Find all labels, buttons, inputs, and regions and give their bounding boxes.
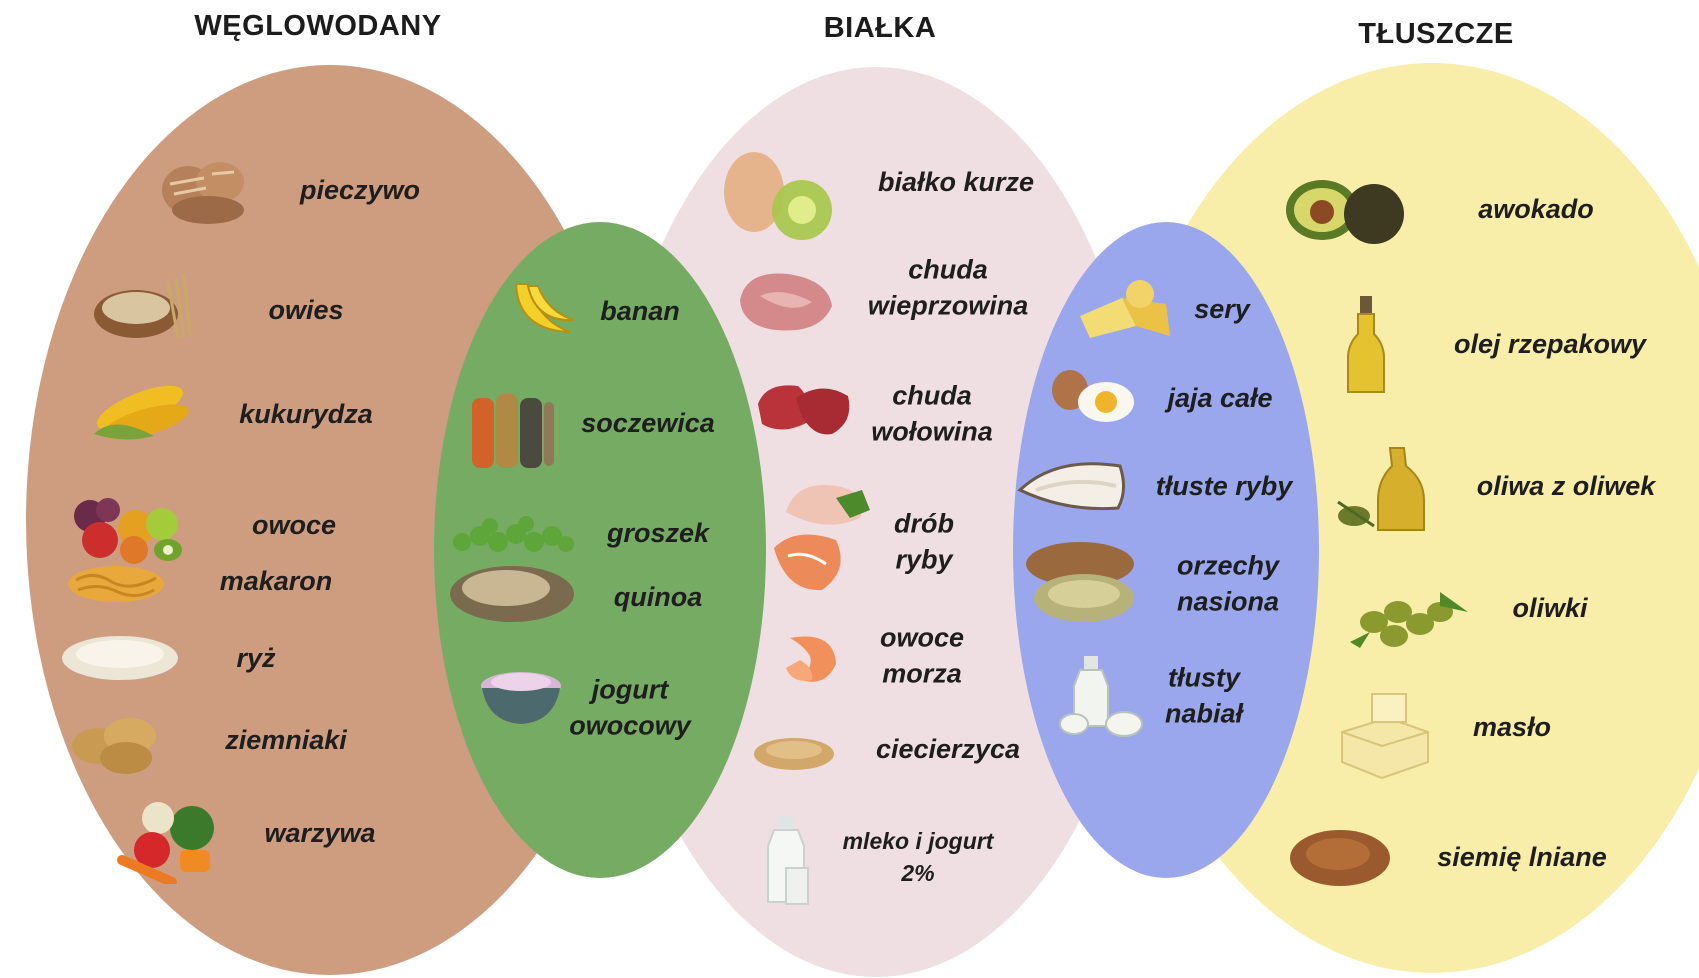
- fats-item-label: oliwki: [1512, 591, 1587, 627]
- corn-icon: [84, 374, 194, 450]
- carbs-item-label: makaron: [220, 564, 333, 600]
- fats-item-label: masło: [1473, 710, 1551, 746]
- bread-icon: [150, 148, 260, 234]
- fatty-fish-icon: [1016, 450, 1130, 514]
- fats-item-label: awokado: [1478, 192, 1594, 228]
- protein-fats-item-label: tłusty nabiał: [1165, 660, 1243, 731]
- protein-item-label: mleko i jogurt 2%: [843, 825, 994, 889]
- poultry-fish-icon: [766, 474, 884, 602]
- carbs-protein-item-label: groszek: [607, 516, 709, 552]
- carbs-protein-item-label: banan: [600, 294, 680, 330]
- pork-icon: [732, 256, 840, 340]
- nuts-seeds-icon: [1022, 538, 1142, 626]
- carbs-item-label: ryż: [236, 641, 275, 677]
- carbs-item-label: ziemniaki: [225, 723, 347, 759]
- carbs-item-label: kukurydza: [239, 397, 373, 433]
- chickpea-icon: [752, 730, 836, 774]
- yogurt-icon: [478, 664, 564, 728]
- heading-carbs: WĘGLOWODANY: [194, 10, 441, 43]
- beef-icon: [752, 374, 856, 444]
- carbs-item-label: warzywa: [264, 816, 375, 852]
- protein-fats-item-label: jaja całe: [1167, 381, 1272, 417]
- eggs-icon: [1050, 366, 1136, 428]
- shrimp-icon: [774, 620, 846, 692]
- rice-icon: [56, 628, 184, 684]
- carbs-protein-item-label: quinoa: [614, 580, 703, 616]
- cheese-icon: [1076, 278, 1174, 346]
- quinoa-icon: [446, 558, 578, 626]
- carbs-item-label: owoce: [252, 508, 336, 544]
- butter-icon: [1338, 688, 1432, 782]
- oil-bottle-icon: [1346, 294, 1386, 400]
- carbs-protein-item-label: jogurt owocowy: [569, 672, 691, 743]
- carbs-item-label: pieczywo: [300, 173, 420, 209]
- protein-item-label: białko kurze: [878, 165, 1034, 201]
- olives-icon: [1340, 582, 1470, 654]
- carbs-item-label: owies: [268, 293, 343, 329]
- egg-white-icon: [718, 146, 840, 244]
- vegetables-icon: [112, 798, 224, 884]
- fats-item-label: oliwa z oliwek: [1477, 469, 1656, 505]
- protein-item-label: ciecierzyca: [876, 732, 1020, 768]
- protein-fats-item-label: orzechy nasiona: [1177, 548, 1279, 619]
- carbs-protein-item-label: soczewica: [581, 406, 715, 442]
- flaxseed-icon: [1284, 820, 1398, 896]
- fats-item-label: olej rzepakowy: [1454, 327, 1646, 363]
- pasta-icon: [64, 558, 170, 608]
- protein-item-label: chuda wołowina: [871, 378, 993, 449]
- fats-item-label: siemię lniane: [1437, 840, 1607, 876]
- banana-icon: [508, 278, 578, 344]
- potato-icon: [68, 712, 164, 776]
- avocado-icon: [1282, 168, 1408, 248]
- oats-icon: [92, 268, 198, 344]
- milk-bottle-icon: [764, 812, 812, 908]
- fruit-icon: [56, 488, 188, 568]
- heading-protein: BIAŁKA: [824, 12, 937, 45]
- protein-fats-item-label: tłuste ryby: [1156, 469, 1293, 505]
- peas-icon: [448, 512, 576, 558]
- lentils-icon: [470, 388, 556, 472]
- protein-item-label: owoce morza: [880, 620, 964, 691]
- dairy-icon: [1058, 652, 1146, 744]
- protein-item-label: drób ryby: [894, 506, 954, 577]
- heading-fats: TŁUSZCZE: [1358, 18, 1513, 51]
- protein-fats-item-label: sery: [1194, 292, 1250, 328]
- protein-item-label: chuda wieprzowina: [868, 252, 1029, 323]
- olive-oil-icon: [1334, 440, 1440, 538]
